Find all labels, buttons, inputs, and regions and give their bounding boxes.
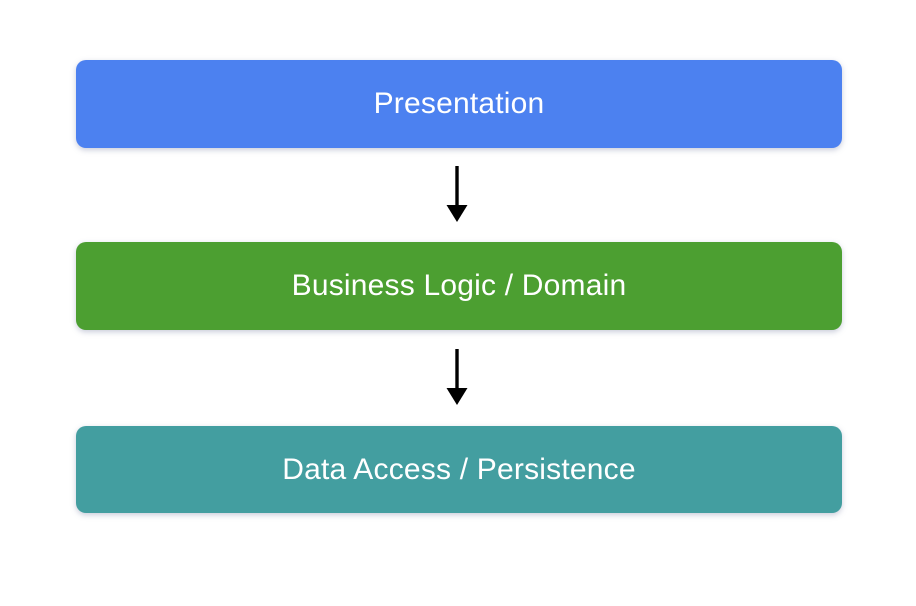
layer-label-data-access: Data Access / Persistence [282, 452, 636, 486]
layer-label-presentation: Presentation [373, 87, 545, 120]
down-arrow-icon [446, 166, 468, 222]
layer-box-presentation: Presentation [76, 60, 842, 148]
layer-box-business-logic: Business Logic / Domain [76, 242, 842, 330]
layer-label-business-logic: Business Logic / Domain [291, 269, 627, 302]
down-arrow-icon [446, 349, 468, 405]
layer-box-data-access: Data Access / Persistence [76, 426, 842, 513]
